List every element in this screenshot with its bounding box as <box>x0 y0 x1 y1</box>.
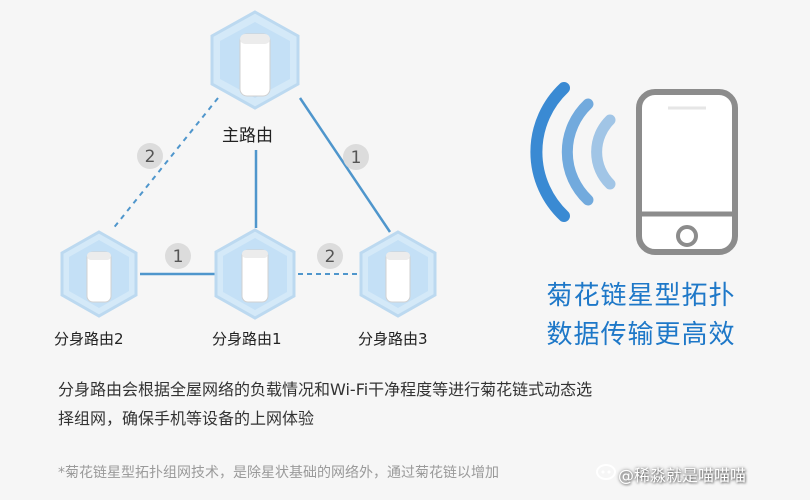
watermark-logo-icon <box>596 464 616 480</box>
tagline-line-2: 数据传输更高效 <box>546 320 736 350</box>
router-icon <box>86 251 112 303</box>
badge-main-sub2: 2 <box>137 143 163 169</box>
badge-label: 1 <box>351 148 362 168</box>
watermark-text: @稀淼就是喵喵喵 <box>618 466 747 485</box>
router-icon <box>239 33 271 97</box>
badge-sub1-sub3: 2 <box>317 243 343 269</box>
sub-router-1-label: 分身路由1 <box>212 330 282 348</box>
main-router-label: 主路由 <box>222 126 273 146</box>
main-router-node <box>210 10 300 110</box>
description-line-1: 分身路由会根据全屋网络的负载情况和Wi-Fi干净程度等进行菊花链式动态选 <box>58 380 593 399</box>
sub-router-3-label: 分身路由3 <box>358 330 428 348</box>
sub-router-3-node <box>359 230 437 318</box>
badge-main-sub3: 1 <box>343 144 369 170</box>
footnote: *菊花链星型拓扑组网技术，是除星状基础的网络外，通过菊花链以增加 <box>58 465 499 481</box>
router-icon <box>385 251 411 303</box>
phone-icon <box>636 89 738 255</box>
sub-router-2-label: 分身路由2 <box>54 330 124 348</box>
wifi-signal-icon <box>530 82 616 222</box>
badge-sub2-sub1: 1 <box>165 243 191 269</box>
badge-label: 2 <box>145 147 156 167</box>
link-main-to-sub2 <box>111 97 219 231</box>
tagline-line-1: 菊花链星型拓扑 <box>546 281 736 311</box>
sub-router-1-node <box>214 228 296 320</box>
badge-label: 1 <box>173 247 184 267</box>
badge-label: 2 <box>325 247 336 267</box>
link-main-to-sub3 <box>298 97 392 233</box>
description-line-2: 择组网，确保手机等设备的上网体验 <box>58 409 315 428</box>
sub-router-2-node <box>60 230 138 318</box>
router-icon <box>241 249 269 303</box>
